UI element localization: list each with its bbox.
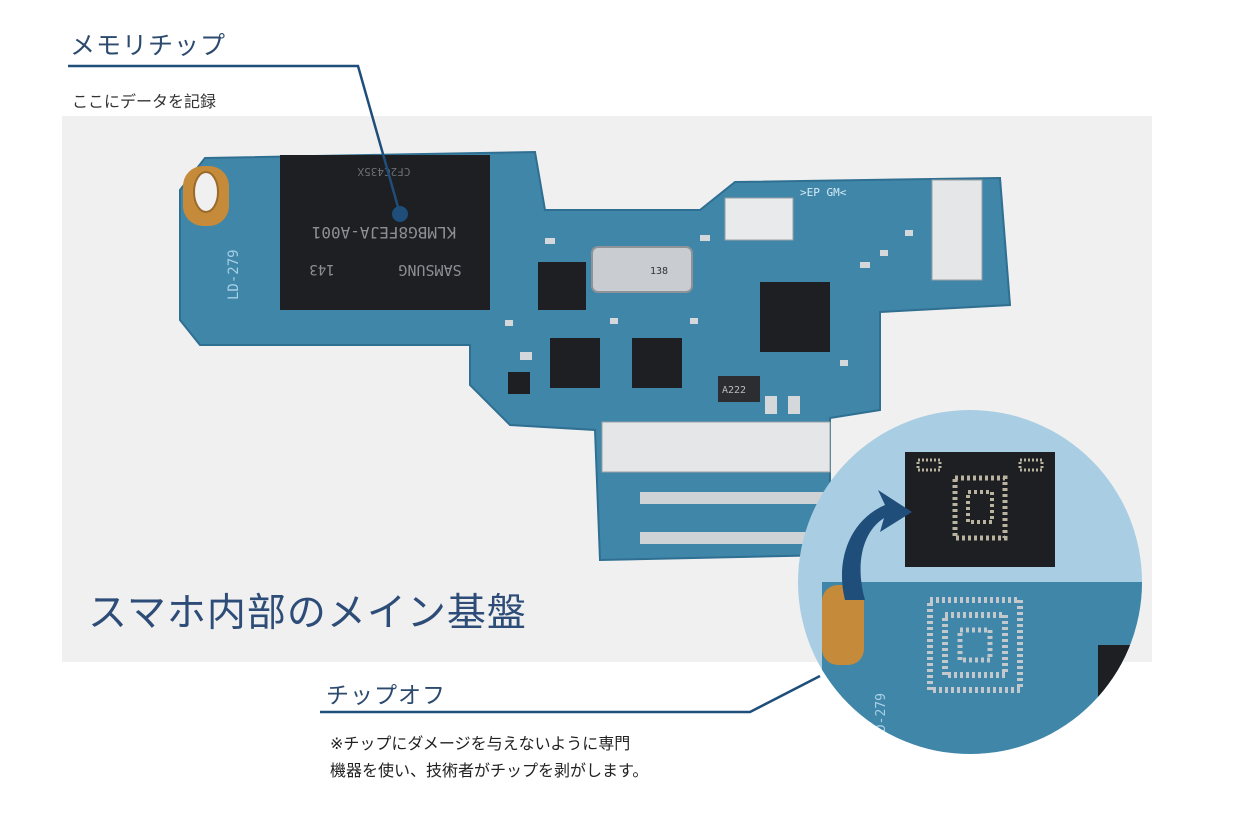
inset-side-chip [1098,645,1138,705]
chip-brand-text: SAMSUNG [398,261,461,279]
chipoff-title: チップオフ [326,683,446,709]
memory-chip [280,155,490,310]
flex-connector-top [601,421,831,473]
inset-bga-pads [927,597,1023,693]
small-chip-4 [508,372,530,394]
main-board-caption: スマホ内部のメイン基盤 [88,591,527,636]
small-chip-2 [550,338,600,388]
inductor [718,376,760,402]
curved-arrow-icon [841,490,912,600]
small-chip-1 [538,262,586,310]
flex-connector-row-1 [640,492,830,504]
removed-chip-pads [916,458,1044,541]
memory-chip-title: メモリチップ [70,31,227,60]
board-id-text: LD-279 [226,249,242,300]
crystal-text: 138 [650,266,668,277]
chip-model-text: KLMBG8FEJA-A001 [312,223,457,242]
board-mount-hole [193,171,219,213]
memory-leader-dot [392,206,408,222]
processor-chip [760,282,830,352]
connector-text: >EP GM< [800,186,847,199]
inset-board-id: LD-279 [874,693,889,740]
small-chip-3 [632,338,682,388]
memory-leader-line [68,64,402,215]
inset-gold-edge [822,585,864,665]
flex-connector-row-2 [640,532,830,544]
memory-chip-description: ここにデータを記録 [72,92,217,111]
chipoff-note-line1: ※チップにダメージを与えないように専門 [330,734,631,753]
small-components [505,230,913,414]
chip-code-text: 143 [309,261,334,277]
top-connector [724,197,794,241]
chipoff-note: ※チップにダメージを与えないように専門 機器を使い、技術者がチップを剥がします。 [330,730,648,784]
crystal-oscillator [591,246,693,293]
chipoff-note-line2: 機器を使い、技術者がチップを剥がします。 [330,761,649,780]
chip-top-text: CF2C435X [357,165,410,178]
side-connector [931,179,983,281]
chipoff-leader-line [320,674,821,714]
inductor-text: A222 [722,385,746,396]
